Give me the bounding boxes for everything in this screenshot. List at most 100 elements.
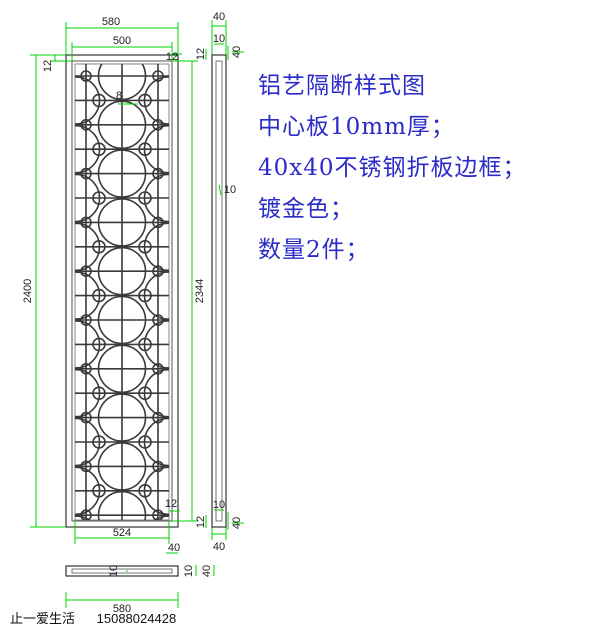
side-view	[211, 54, 227, 528]
footer-phone: 15088024428	[96, 611, 177, 626]
lattice-medallion	[138, 386, 152, 401]
lattice-medallion	[92, 337, 106, 352]
lattice-ring	[75, 417, 101, 467]
top-view-frame	[65, 565, 179, 577]
lattice-medallion	[152, 509, 164, 520]
dim-side-center-plate: 10	[224, 184, 236, 196]
lattice-ring	[75, 368, 101, 418]
dim-side-frame-bottom: 40	[231, 517, 243, 529]
center-mark-label: 8	[116, 90, 122, 102]
side-plate	[215, 60, 223, 522]
lattice-ring	[97, 490, 147, 520]
dimension-lines	[30, 20, 244, 608]
lattice-medallion	[80, 119, 92, 131]
lattice-ring	[75, 222, 101, 272]
spec-line-quantity: 数量2件；	[258, 237, 370, 263]
lattice-medallion	[152, 119, 164, 131]
lattice-medallion	[152, 167, 164, 180]
side-frame	[211, 54, 227, 528]
lattice-medallion	[138, 288, 152, 303]
dim-overall-height: 2400	[22, 279, 34, 303]
lattice-ring	[97, 442, 147, 491]
spec-notes: 铝艺隔断样式图 中心板10mm厚； 40x40不锈钢折板边框； 镀金色； 数量2…	[258, 66, 527, 271]
lattice-medallion	[138, 435, 152, 449]
lattice-medallion	[138, 337, 152, 352]
lattice-ring	[75, 271, 101, 320]
dim-overall-width: 580	[102, 16, 120, 28]
dim-frame-top-left: 12	[42, 60, 54, 72]
lattice-medallion	[92, 93, 106, 108]
lattice-ring	[143, 417, 169, 467]
lattice-ring	[143, 124, 169, 174]
lattice-medallion	[152, 314, 164, 326]
lattice-medallion	[152, 362, 164, 375]
lattice-medallion	[152, 70, 164, 82]
lattice-ring	[75, 320, 101, 369]
lattice-ring	[97, 64, 147, 101]
spec-line-frame: 40x40不锈钢折板边框；	[258, 155, 527, 181]
lattice-medallion	[92, 288, 106, 303]
lattice-ring	[97, 149, 147, 198]
lattice-ring	[153, 515, 169, 520]
lattice-ring	[143, 173, 169, 223]
lattice-ring	[143, 368, 169, 418]
lattice-medallion	[92, 483, 106, 498]
lattice-medallion	[92, 386, 106, 401]
dim-inner-height: 2344	[194, 279, 206, 303]
lattice-ring	[143, 222, 169, 272]
lattice-medallion	[92, 240, 106, 254]
dim-top-view-plate: 10	[108, 565, 120, 577]
lattice-ring	[143, 76, 169, 125]
spec-title: 铝艺隔断样式图	[258, 73, 426, 99]
lattice-medallion	[152, 460, 164, 473]
dim-top-view-plate-right: 10	[183, 565, 195, 577]
top-view	[65, 565, 179, 577]
dim-side-top-small: 12	[195, 48, 207, 60]
lattice-medallion	[138, 483, 152, 498]
lattice-ring	[97, 344, 147, 394]
lattice-medallion	[152, 265, 164, 278]
lattice-medallion	[152, 411, 164, 424]
inner-frame	[71, 60, 173, 522]
lattice-medallion	[92, 435, 106, 449]
dim-bottom-width: 580	[113, 603, 131, 615]
spec-line-thickness: 中心板10mm厚；	[258, 114, 455, 140]
dimension-texts: 580 500 524 580 2400 2344 12 12 12 40 10…	[22, 11, 243, 615]
lattice-ring	[97, 246, 147, 296]
lattice-medallion	[138, 240, 152, 254]
footer-brand: 止一爱生活	[10, 611, 76, 626]
lattice-medallion	[80, 70, 92, 82]
lattice-medallion	[80, 411, 92, 424]
lattice-medallion	[80, 167, 92, 180]
lattice-ring	[75, 76, 101, 125]
lattice-ring	[97, 100, 147, 150]
dim-frame-bottom-right: 12	[165, 498, 177, 510]
lattice-medallion	[80, 314, 92, 326]
lattice-medallion	[80, 509, 92, 520]
dim-top-view-frame-right: 40	[201, 565, 213, 577]
front-view: 8	[65, 54, 179, 528]
lattice-medallion	[92, 142, 106, 156]
lattice-medallion	[80, 216, 92, 229]
dim-frame-top-right: 12	[166, 51, 178, 63]
lattice-ring	[97, 393, 147, 442]
lattice-ring	[97, 198, 147, 247]
lattice-ring	[75, 173, 101, 223]
lattice-medallion	[138, 191, 152, 205]
footer: 止一爱生活 15088024428	[10, 608, 194, 627]
dim-side-plate-top: 10	[213, 33, 225, 45]
lattice-ring	[75, 124, 101, 174]
lattice-medallion	[92, 191, 106, 205]
lattice-medallion	[152, 216, 164, 229]
dim-bottom-inner-width: 524	[113, 527, 131, 539]
lattice-ring	[75, 515, 91, 520]
lattice-ring	[75, 466, 101, 516]
dim-side-plate-bottom: 10	[213, 499, 225, 511]
outer-frame	[65, 54, 179, 528]
top-view-plate	[71, 568, 173, 574]
lattice-medallion	[138, 93, 152, 108]
spec-line-color: 镀金色；	[258, 196, 354, 222]
lattice-medallion	[80, 265, 92, 278]
dim-top-view-frame: 40	[168, 542, 180, 554]
lattice-pattern	[75, 64, 169, 520]
